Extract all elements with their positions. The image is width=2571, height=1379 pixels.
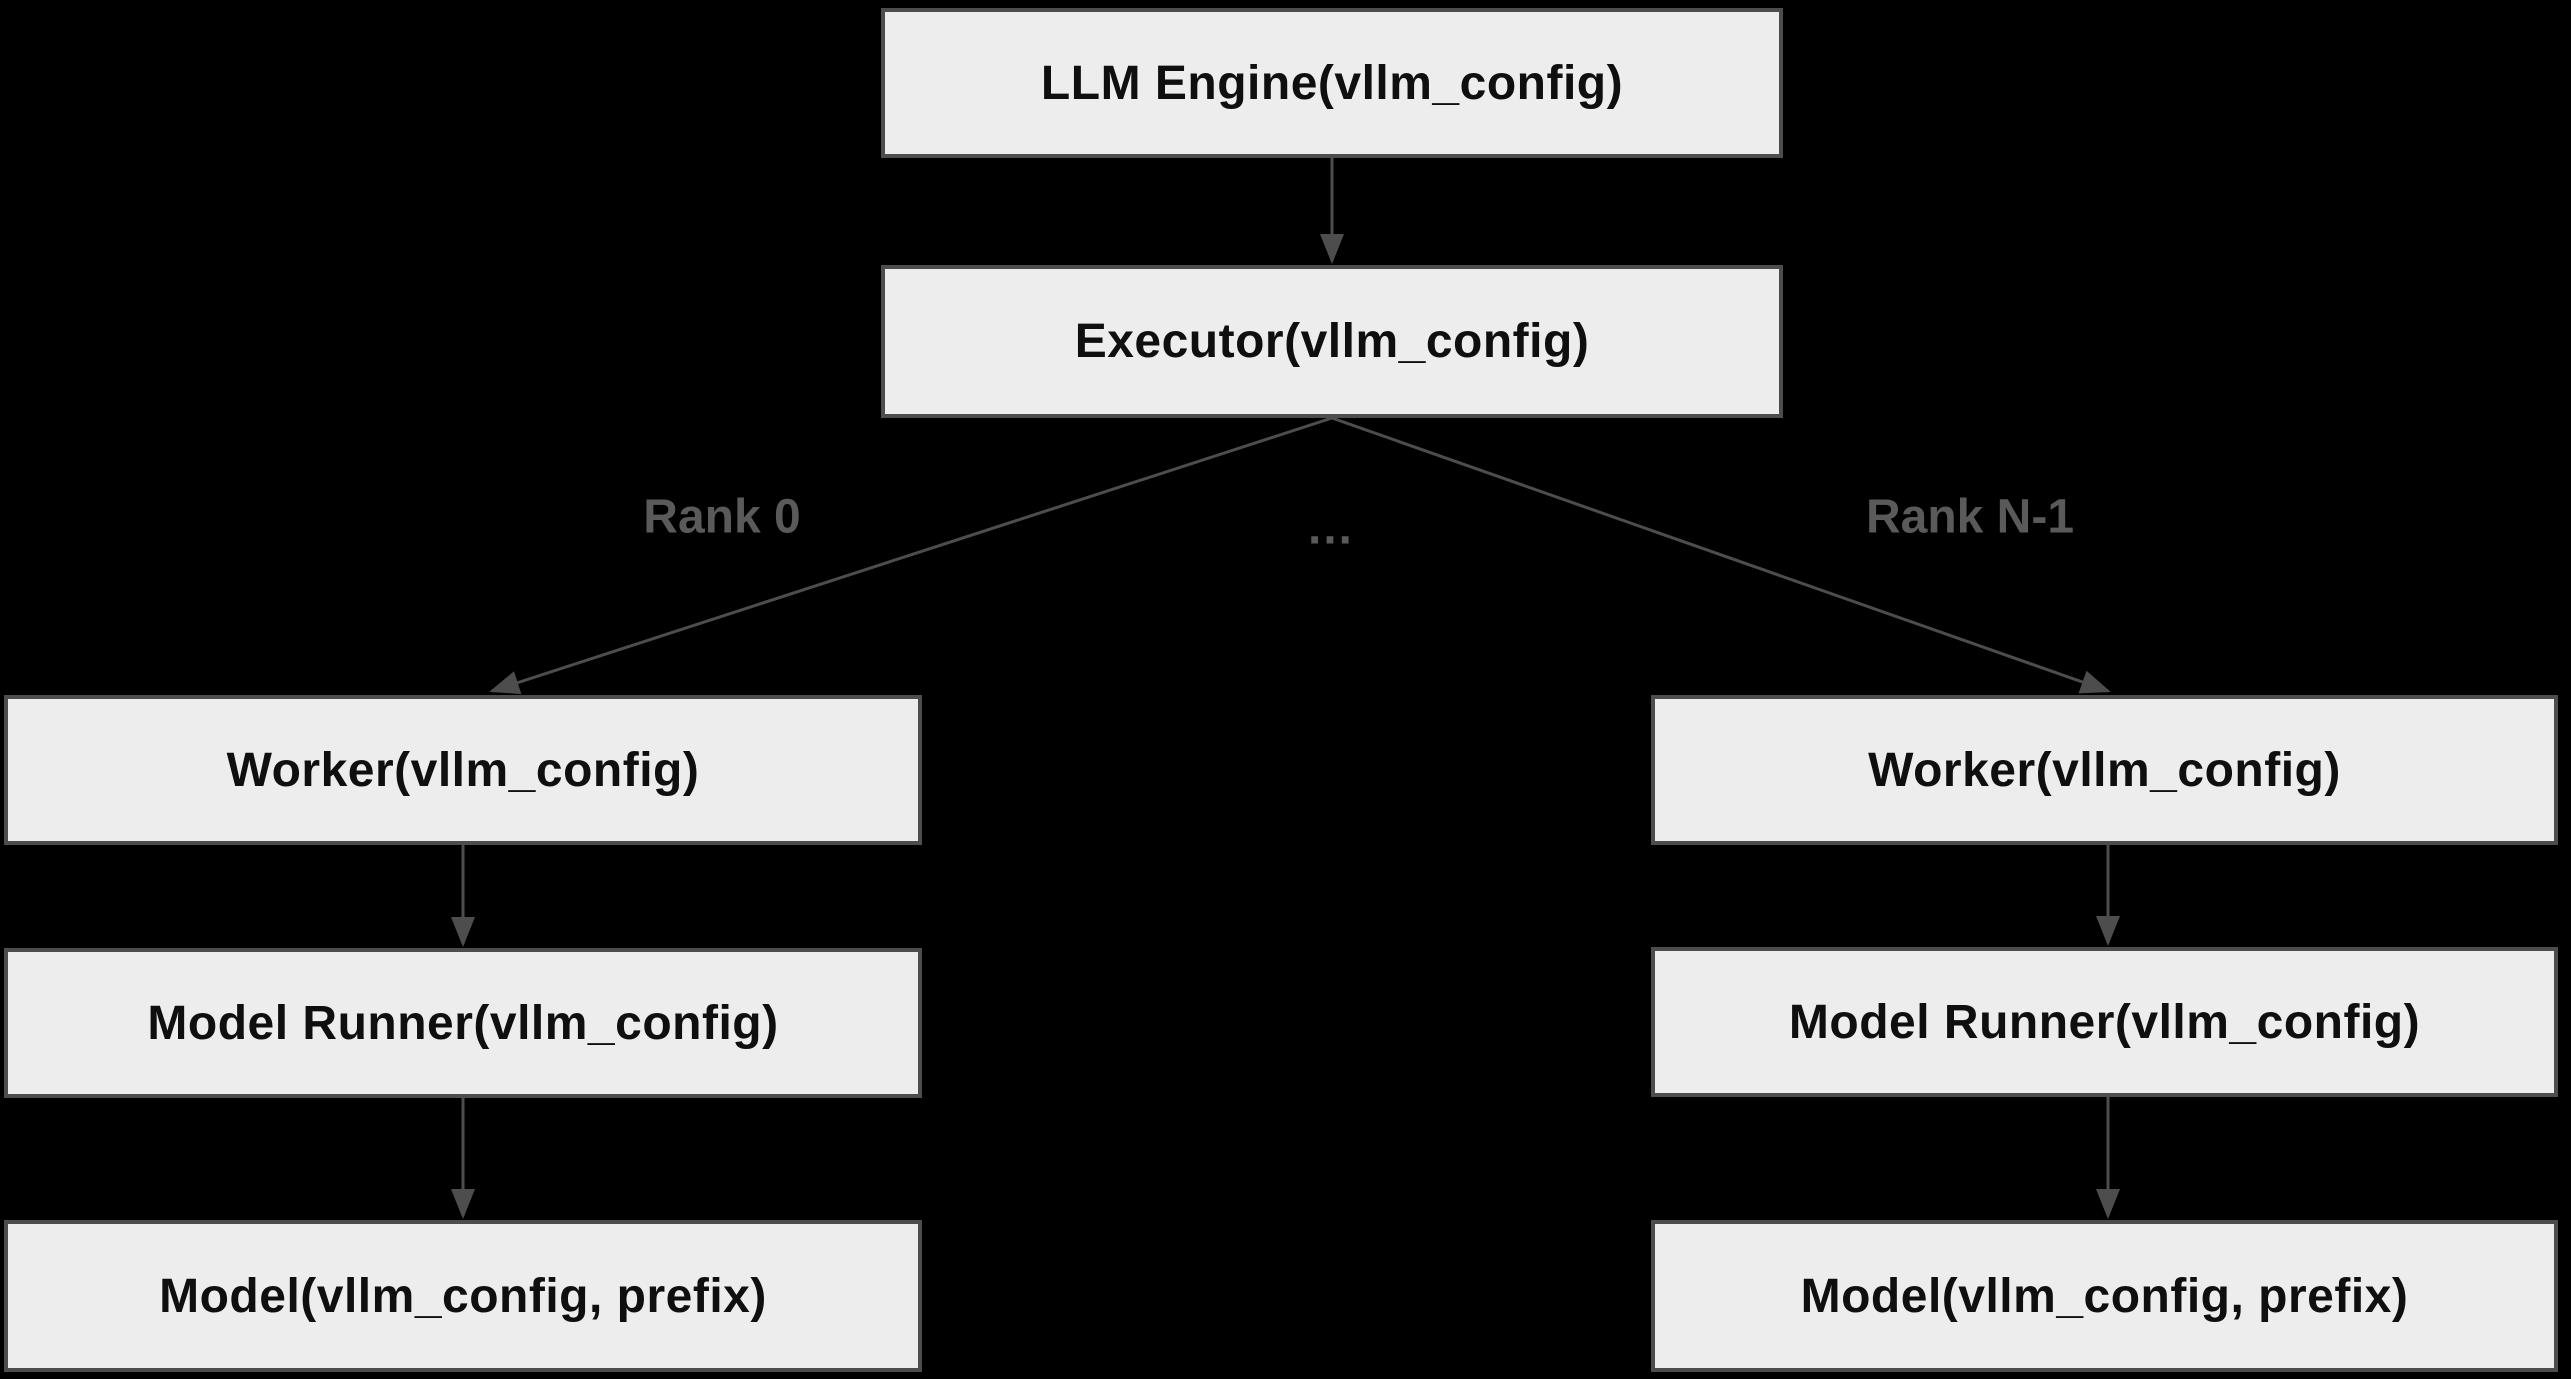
node-worker-rank0-label: Worker(vllm_config) (226, 743, 700, 797)
node-model-rank0: Model(vllm_config, prefix) (4, 1220, 922, 1372)
edge-label-rank-n-1: Rank N-1 (1865, 490, 2075, 544)
edge-label-rank-0: Rank 0 (643, 490, 801, 544)
node-model-runner-rankn: Model Runner(vllm_config) (1651, 947, 2558, 1097)
node-worker-rank0: Worker(vllm_config) (4, 695, 922, 845)
node-model-rankn-label: Model(vllm_config, prefix) (1800, 1269, 2409, 1323)
node-model-runner-rank0-label: Model Runner(vllm_config) (147, 996, 779, 1050)
node-executor-label: Executor(vllm_config) (1074, 315, 1590, 368)
node-model-runner-rank0: Model Runner(vllm_config) (4, 948, 922, 1098)
node-executor: Executor(vllm_config) (881, 265, 1783, 418)
node-model-runner-rankn-label: Model Runner(vllm_config) (1788, 995, 2421, 1049)
node-worker-rankn: Worker(vllm_config) (1651, 695, 2558, 845)
edge-executor-to-worker-rank0 (489, 416, 1333, 695)
edge-label-ellipsis: … (1306, 501, 1354, 555)
node-worker-rankn-label: Worker(vllm_config) (1868, 743, 2341, 797)
node-llm-engine-label: LLM Engine(vllm_config) (1040, 56, 1624, 110)
node-model-rank0-label: Model(vllm_config, prefix) (159, 1269, 767, 1323)
node-llm-engine: LLM Engine(vllm_config) (881, 8, 1783, 158)
edge-executor-to-worker-rankn (1331, 416, 2111, 694)
node-model-rankn: Model(vllm_config, prefix) (1651, 1220, 2558, 1372)
